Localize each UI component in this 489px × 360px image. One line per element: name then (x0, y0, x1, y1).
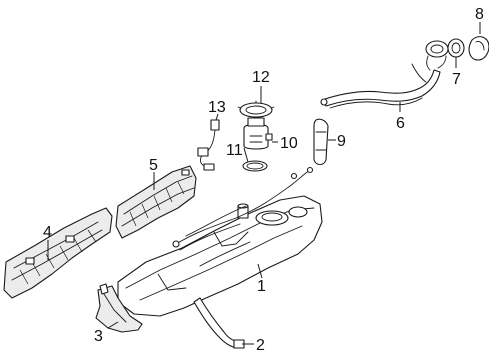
filler-hose (313, 118, 329, 166)
callout-13: 13 (208, 99, 226, 116)
fuel-cap (468, 36, 489, 61)
callout-8: 8 (475, 6, 484, 23)
callout-2: 2 (256, 337, 265, 354)
callout-5: 5 (149, 157, 158, 174)
pump-harness (197, 119, 220, 171)
callout-11: 11 (226, 142, 243, 159)
callout-9: 9 (337, 133, 346, 150)
fuel-pump-module (243, 117, 273, 150)
callout-1: 1 (257, 278, 266, 295)
callout-10: 10 (280, 135, 298, 152)
callout-4: 4 (43, 224, 52, 241)
leader-lines (47, 22, 481, 345)
heat-shield-upper (115, 165, 197, 239)
leader-3 (107, 321, 119, 329)
lock-ring (237, 100, 275, 118)
leader-11 (243, 147, 249, 163)
pump-o-ring (242, 160, 268, 172)
callout-7: 7 (452, 71, 461, 88)
callout-3: 3 (94, 328, 103, 345)
callout-12: 12 (252, 69, 270, 86)
tank-bracket (95, 283, 143, 333)
tank-strap (193, 297, 245, 349)
filler-neck-seal (447, 38, 465, 58)
leader-13 (215, 113, 219, 121)
callout-labels: 1 2 3 4 5 6 7 8 9 10 11 12 13 (43, 6, 484, 354)
heat-shield-lower (3, 207, 113, 299)
callout-6: 6 (396, 115, 405, 132)
fuel-tank (117, 166, 323, 317)
leader-1 (257, 263, 263, 279)
filler-pipe (320, 40, 449, 109)
